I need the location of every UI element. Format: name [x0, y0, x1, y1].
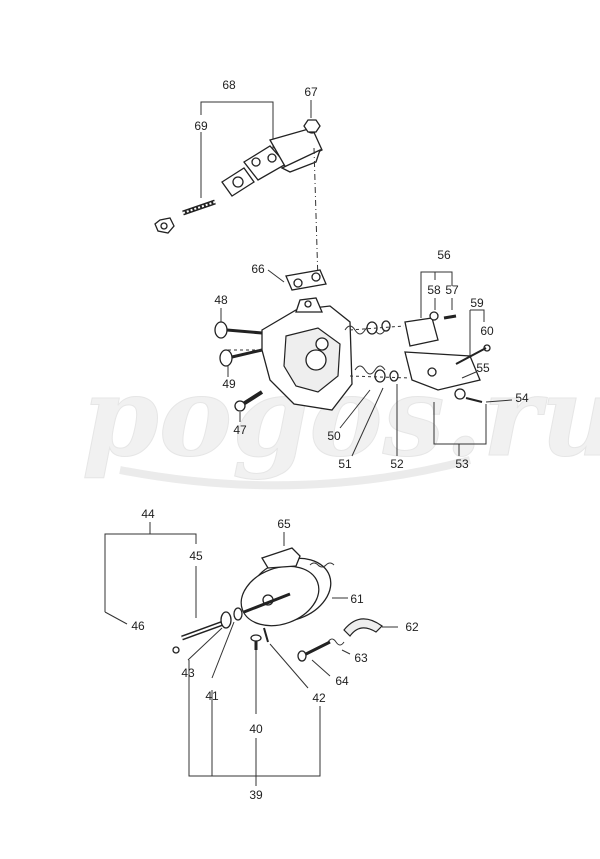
callout-64: 64 — [335, 674, 349, 688]
callout-39: 39 — [249, 788, 263, 802]
callout-42: 42 — [312, 691, 326, 705]
callout-59: 59 — [470, 296, 484, 310]
callout-43: 43 — [181, 666, 195, 680]
callout-65: 65 — [277, 517, 291, 531]
callout-51: 51 — [338, 457, 352, 471]
callout-53: 53 — [455, 457, 469, 471]
callout-49: 49 — [222, 377, 236, 391]
callout-45: 45 — [189, 549, 203, 563]
callout-40: 40 — [249, 722, 263, 736]
callout-56: 56 — [437, 248, 451, 262]
camshaft-assembly — [104, 522, 398, 786]
callout-62: 62 — [405, 620, 419, 634]
callout-69: 69 — [194, 119, 208, 133]
callout-67: 67 — [304, 85, 318, 99]
callout-68: 68 — [222, 78, 236, 92]
exhaust-assembly — [154, 100, 323, 283]
callout-44: 44 — [141, 507, 155, 521]
callout-55: 55 — [476, 361, 490, 375]
callout-60: 60 — [480, 324, 494, 338]
callout-41: 41 — [205, 689, 219, 703]
callout-61: 61 — [350, 592, 364, 606]
callout-66: 66 — [251, 262, 265, 276]
callout-63: 63 — [354, 651, 368, 665]
callout-50: 50 — [327, 429, 341, 443]
callout-labels: 68 69 67 66 56 58 57 59 60 48 49 55 54 4… — [131, 78, 529, 802]
callout-46: 46 — [131, 619, 145, 633]
callout-47: 47 — [233, 423, 247, 437]
callout-52: 52 — [390, 457, 404, 471]
callout-58: 58 — [427, 283, 441, 297]
callout-57: 57 — [445, 283, 459, 297]
callout-48: 48 — [214, 293, 228, 307]
cylinder-head-assembly — [214, 269, 513, 457]
callout-54: 54 — [515, 391, 529, 405]
